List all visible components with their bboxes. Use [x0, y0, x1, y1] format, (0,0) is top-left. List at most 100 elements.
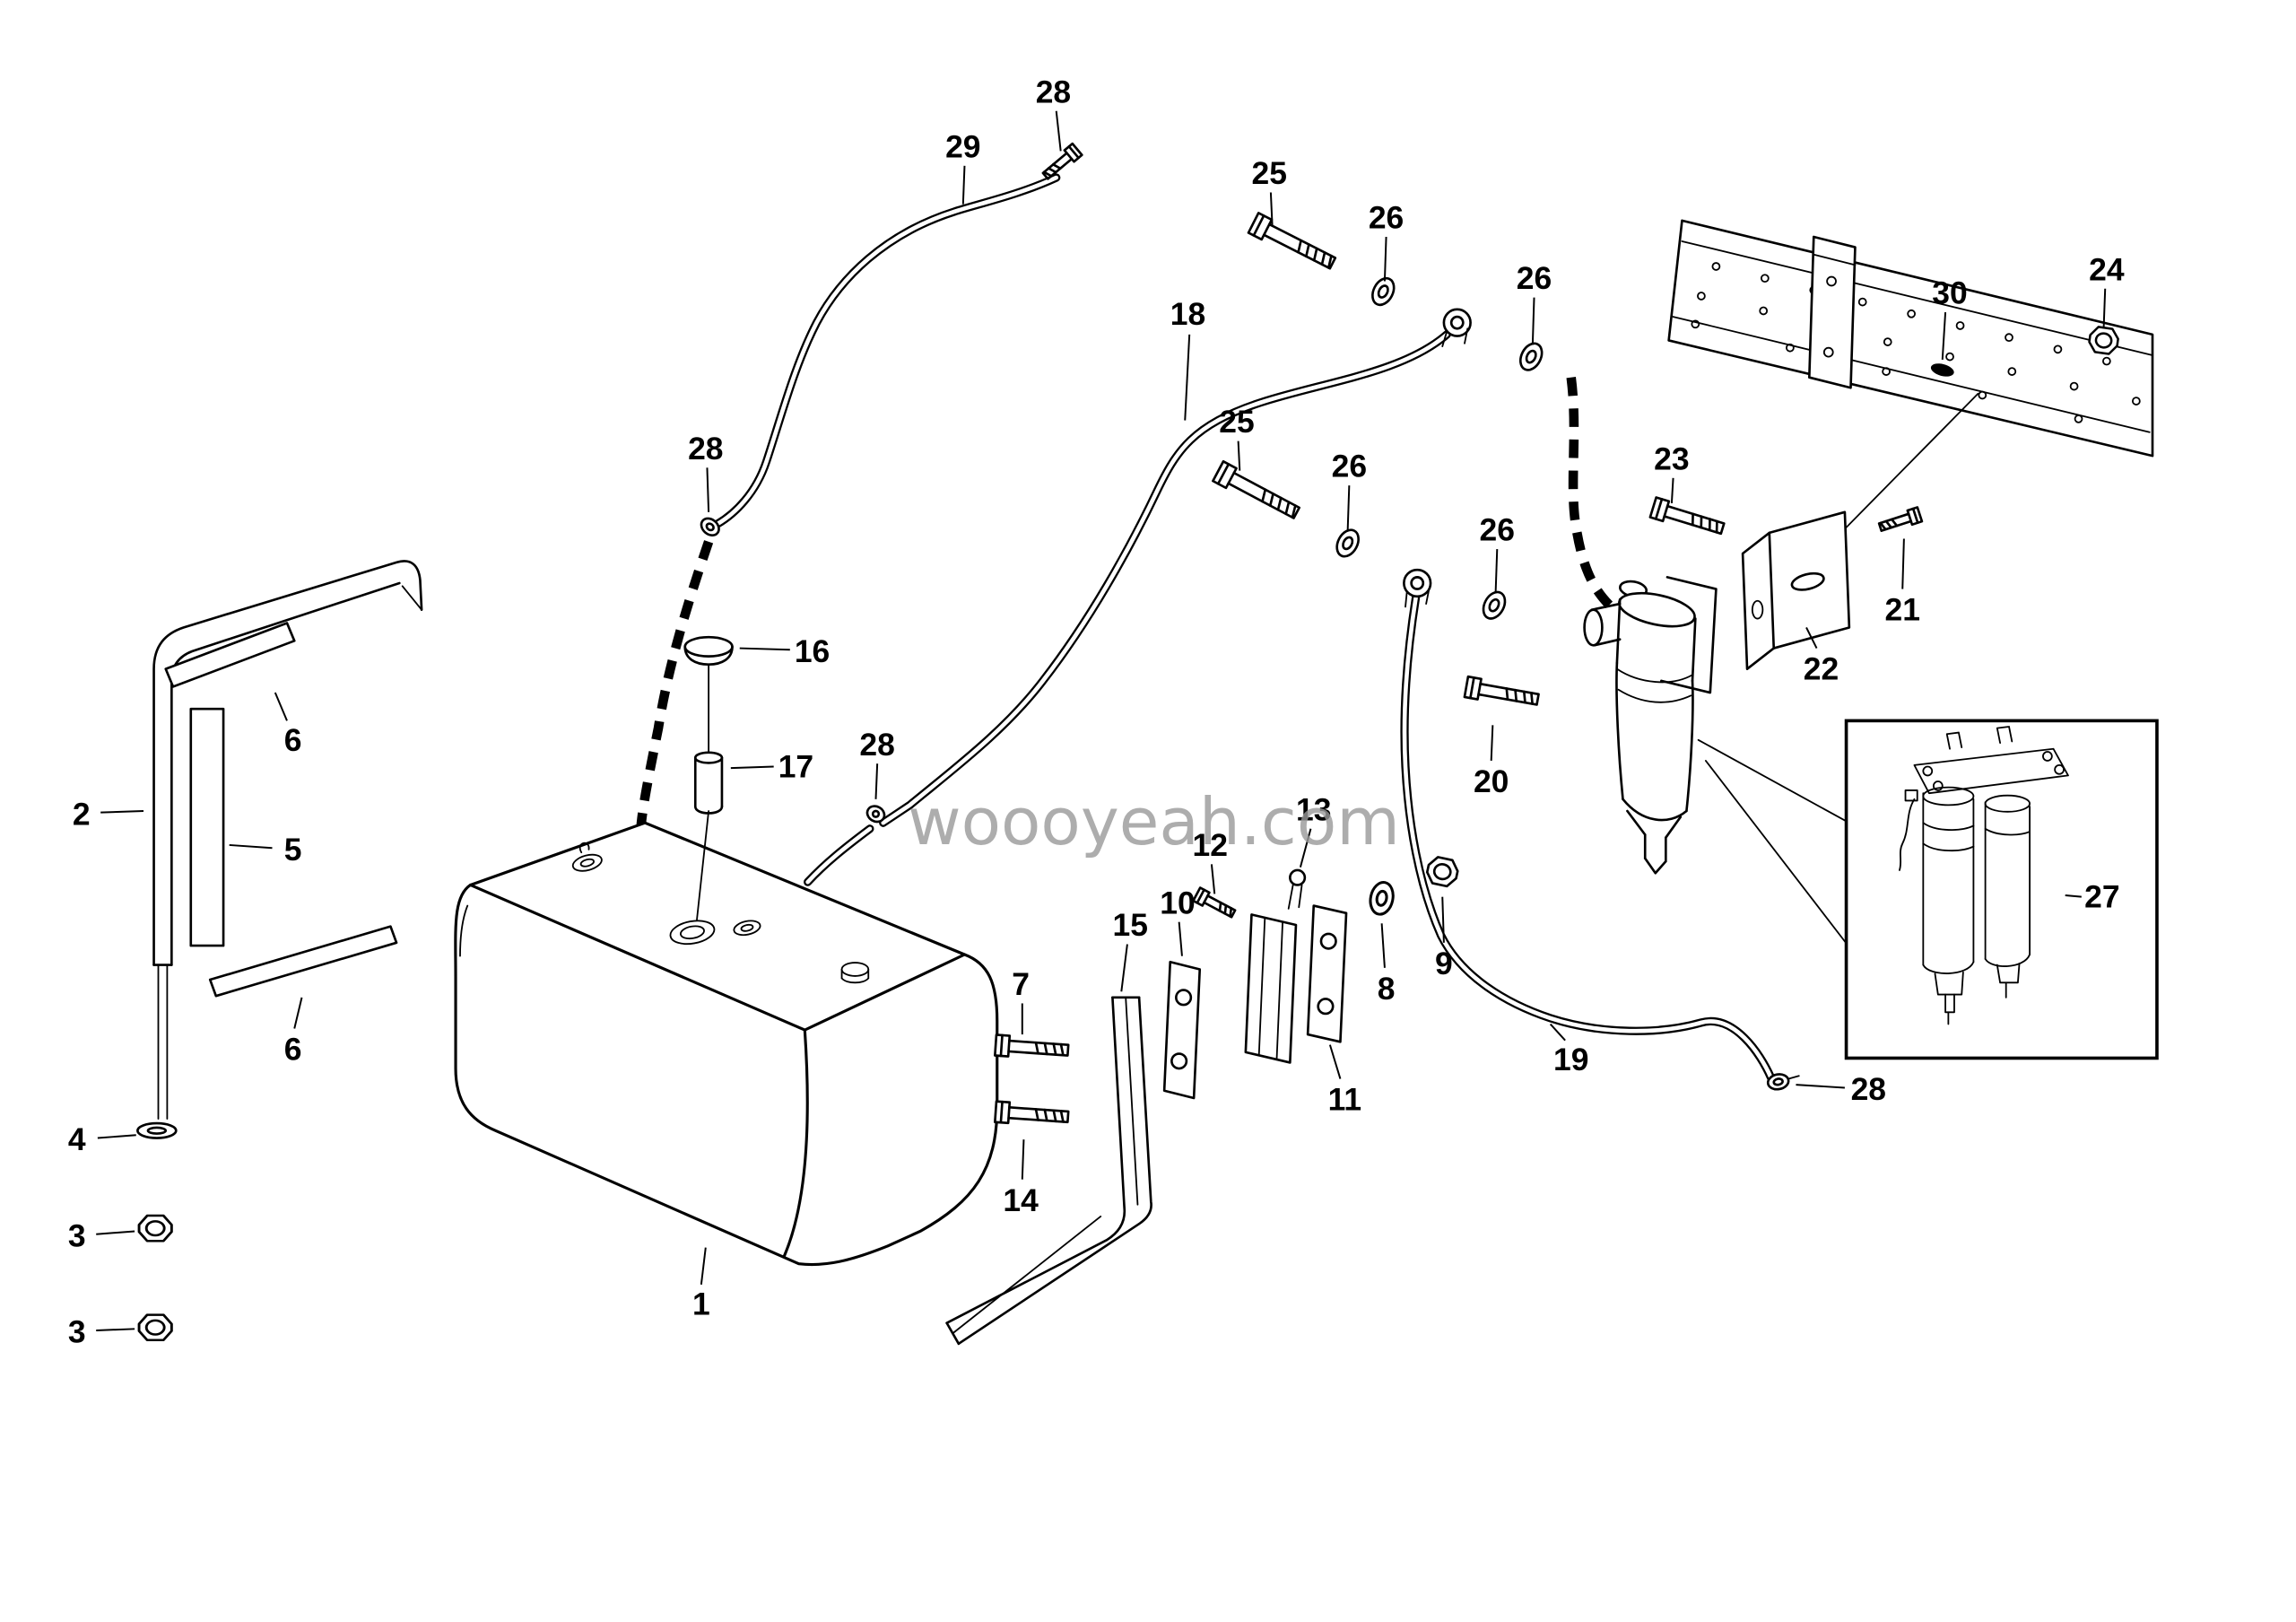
callout-9: 9 — [1435, 946, 1453, 981]
leader-line-13 — [1299, 828, 1312, 868]
leader-line-19 — [1549, 1023, 1566, 1042]
callout-27: 27 — [2084, 879, 2119, 915]
frame-rail-bracket — [1808, 235, 1857, 389]
callout-19: 19 — [1553, 1042, 1588, 1077]
leader-line-8 — [1380, 923, 1386, 968]
plate-11 — [1306, 904, 1348, 1043]
leader-line-3 — [96, 1328, 135, 1331]
leader-line-29 — [961, 165, 966, 205]
callout-10: 10 — [1160, 885, 1195, 920]
tank-strap-2 — [152, 560, 423, 1120]
callout-5: 5 — [284, 832, 302, 868]
leader-line-26 — [1346, 485, 1351, 530]
callout-8: 8 — [1378, 971, 1396, 1007]
callout-15: 15 — [1112, 907, 1147, 943]
callout-11: 11 — [1328, 1082, 1361, 1118]
leader-line-30 — [1941, 312, 1947, 360]
nut-3-lower — [137, 1313, 173, 1342]
tank-top-ports — [571, 842, 870, 984]
bracket-22 — [1741, 510, 1851, 670]
callout-3: 3 — [68, 1217, 86, 1253]
hole-30 — [1930, 363, 1954, 377]
callout-21: 21 — [1885, 592, 1920, 628]
callout-26: 26 — [1517, 260, 1552, 296]
callout-17: 17 — [778, 749, 813, 785]
leader-line-25 — [1237, 440, 1241, 471]
leader-line-3 — [96, 1230, 135, 1235]
bolt-23 — [1648, 496, 1727, 540]
washer-4 — [136, 1121, 178, 1139]
banjo-fitting-18 — [1441, 308, 1472, 347]
leader-line-6 — [293, 997, 303, 1029]
callout-6: 6 — [284, 1032, 302, 1068]
callout-3: 3 — [68, 1314, 86, 1350]
leader-line-20 — [1490, 725, 1494, 761]
washer-26-c — [1331, 525, 1364, 562]
callout-23: 23 — [1654, 440, 1689, 476]
fuel-tank — [454, 821, 999, 1267]
leader-line-28 — [1796, 1084, 1845, 1089]
callout-28: 28 — [688, 431, 723, 467]
strip-6-lower — [208, 925, 398, 998]
leader-line-26 — [1383, 236, 1387, 282]
callout-25: 25 — [1219, 404, 1254, 440]
filler-neck-17 — [693, 663, 724, 921]
callout-26: 26 — [1369, 200, 1404, 236]
hose-fitting-28-right — [1766, 1073, 1800, 1091]
leader-line-26 — [1531, 297, 1535, 345]
washer-26-b — [1515, 338, 1548, 375]
leader-line-26 — [1494, 549, 1499, 592]
callout-6: 6 — [284, 722, 302, 758]
leader-line-1 — [700, 1247, 707, 1285]
leader-line-25 — [1269, 192, 1274, 225]
callout-18: 18 — [1170, 296, 1205, 332]
fuel-hose-29 — [713, 173, 1061, 528]
callout-4: 4 — [68, 1121, 86, 1157]
callout-28: 28 — [859, 727, 894, 763]
nut-9 — [1423, 854, 1461, 889]
bolt-25-upper — [1247, 212, 1339, 275]
channel-spacer — [1244, 913, 1298, 1064]
inset-filter-detail — [1899, 726, 2069, 1025]
inset-box-27 — [1697, 719, 2159, 1060]
bolt-20 — [1463, 675, 1541, 711]
callout-22: 22 — [1804, 651, 1839, 687]
callout-24: 24 — [2089, 251, 2125, 287]
leader-line-22 — [1805, 627, 1818, 649]
leader-line-15 — [1120, 944, 1128, 992]
leader-line-11 — [1328, 1044, 1342, 1079]
leader-line-2 — [100, 810, 144, 814]
hose-fitting-28-left — [700, 517, 720, 536]
leader-line-5 — [229, 843, 273, 850]
bolt-21 — [1876, 506, 1924, 536]
bolt-7 — [994, 1033, 1070, 1062]
bracket-15 — [945, 996, 1152, 1346]
callout-2: 2 — [73, 796, 91, 832]
hardware-layer — [136, 142, 2121, 1342]
callout-16: 16 — [795, 633, 830, 669]
hose-fitting-28-mid — [865, 805, 886, 824]
bolt-25-lower — [1212, 459, 1303, 524]
strip-6-upper — [164, 622, 296, 688]
callout-28: 28 — [1851, 1071, 1886, 1107]
bolt-14 — [994, 1100, 1070, 1129]
routing-dash-left — [635, 540, 714, 833]
callout-13: 13 — [1296, 791, 1331, 827]
leader-line-17 — [730, 765, 774, 770]
rubber-pad-5 — [189, 707, 225, 947]
callout-28: 28 — [1036, 74, 1071, 109]
leader-line-28 — [874, 763, 879, 799]
leader-line-10 — [1178, 921, 1183, 956]
leader-line-4 — [97, 1134, 136, 1139]
callout-26: 26 — [1480, 512, 1515, 548]
nut-3-upper — [137, 1214, 173, 1243]
inset-pointer-lines — [1697, 738, 1850, 948]
fuel-hose-19 — [1400, 593, 1776, 1082]
leader-line-28 — [1055, 110, 1062, 152]
leader-line-14 — [1021, 1139, 1025, 1180]
leader-line-24 — [2102, 288, 2107, 329]
frame-rail-holes — [1691, 262, 2141, 423]
